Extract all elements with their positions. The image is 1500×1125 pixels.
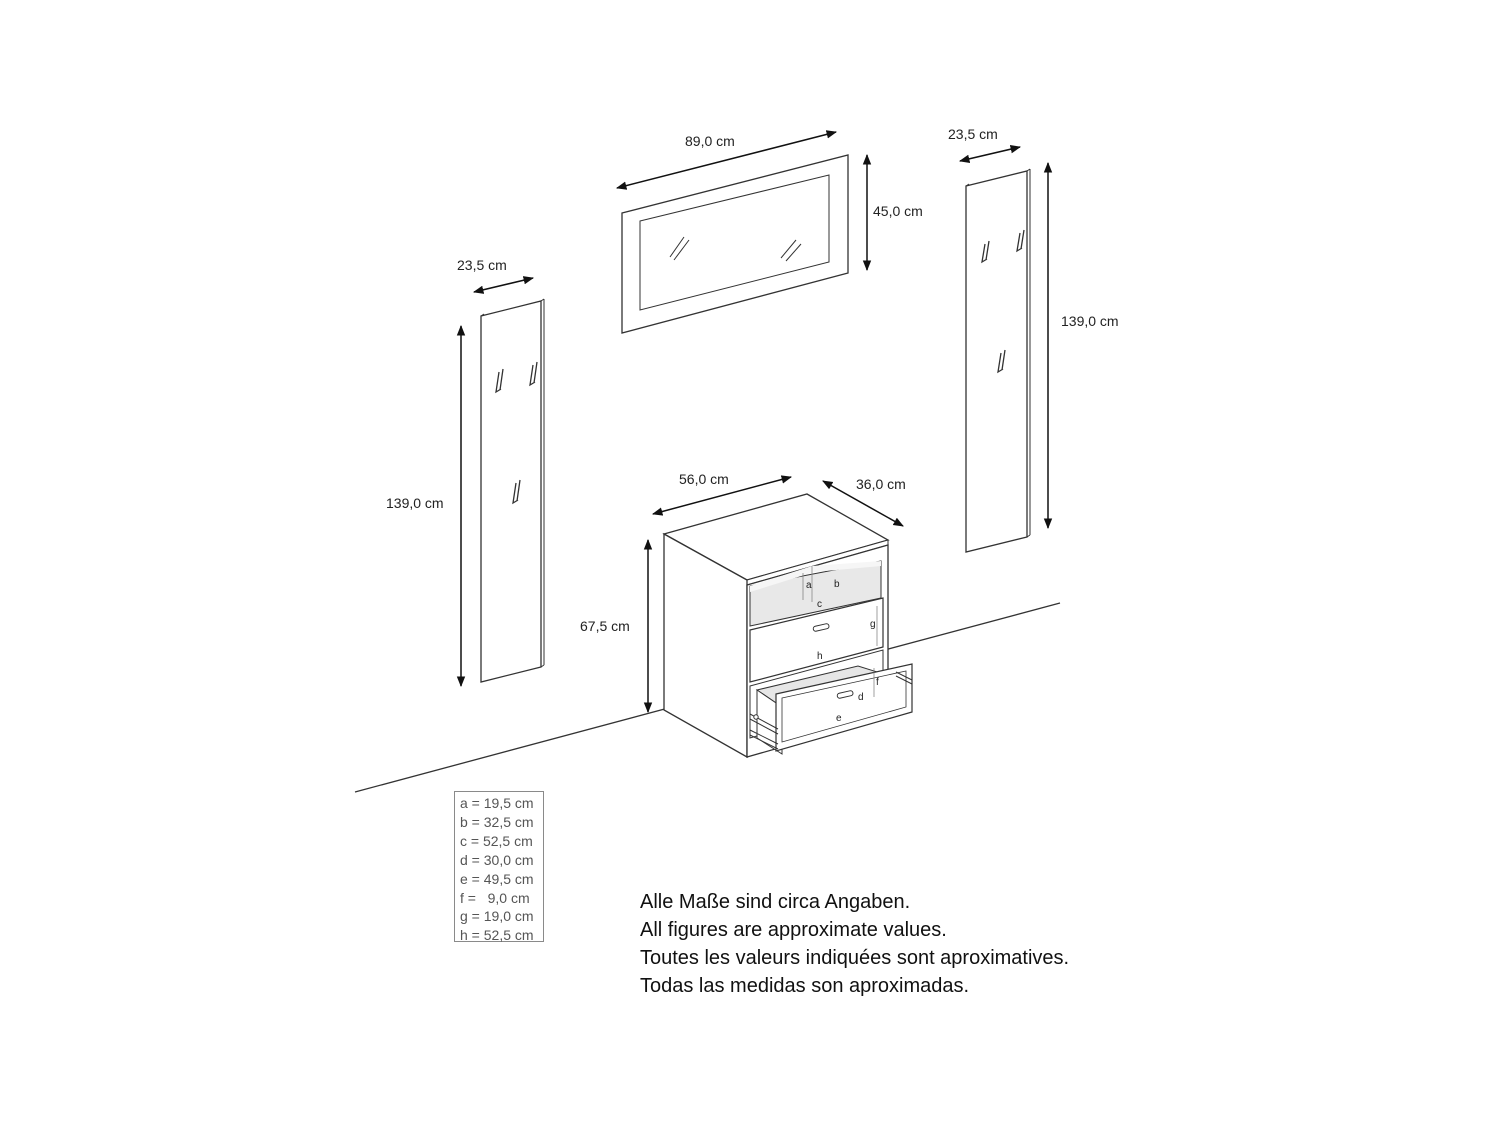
cabinet-height-label: 67,5 cm — [580, 618, 630, 634]
hook-icon — [512, 479, 521, 505]
hook-icon — [495, 368, 504, 394]
drawer-bottom-handle-icon — [836, 690, 854, 699]
letter-f: f — [876, 677, 879, 688]
note-french: Toutes les valeurs indiquées sont aproxi… — [640, 947, 1070, 969]
drawer-runner-icon — [749, 671, 913, 750]
mirror-glass — [639, 174, 830, 311]
letter-e: e — [836, 713, 842, 724]
legend-item: e = 49,5 cm — [460, 870, 534, 887]
panel-left-board — [480, 300, 542, 683]
letter-d: d — [858, 692, 864, 703]
note-german: Alle Maße sind circa Angaben. — [640, 891, 911, 913]
legend-item: f = 9,0 cm — [460, 889, 530, 906]
panel-right-width-label: 23,5 cm — [948, 126, 998, 142]
legend-item: h = 52,5 cm — [460, 927, 534, 944]
letter-a: a — [806, 580, 812, 591]
glass-reflection-icon — [669, 236, 802, 262]
disclaimer-notes: Alle Maße sind circa Angaben. All figure… — [640, 888, 1069, 1000]
hook-icon — [529, 361, 538, 387]
legend-item: b = 32,5 cm — [460, 813, 534, 830]
open-shelf-back — [750, 561, 881, 592]
legend-item: c = 52,5 cm — [460, 832, 533, 849]
mirror-width-label: 89,0 cm — [685, 133, 735, 149]
mirror-height-label: 45,0 cm — [873, 203, 923, 219]
mirror-width-arrow — [615, 130, 838, 190]
cabinet-depth-label: 36,0 cm — [856, 476, 906, 492]
measurement-legend: a = 19,5 cm b = 32,5 cm c = 52,5 cm d = … — [454, 791, 544, 944]
panel-right-width-arrow — [958, 145, 1022, 163]
letter-g: g — [870, 619, 876, 630]
panel-left-width-arrow — [472, 276, 535, 294]
cabinet: a b c d e f g h 56,0 cm 36,0 cm 67,5 cm — [580, 471, 913, 759]
panel-right-board — [965, 170, 1028, 553]
note-english: All figures are approximate values. — [640, 919, 947, 941]
letter-c: c — [817, 599, 822, 610]
legend-item: d = 30,0 cm — [460, 851, 534, 868]
mirror: 89,0 cm 45,0 cm — [615, 130, 923, 334]
coat-panel-left: 23,5 cm 139,0 cm — [386, 257, 545, 688]
legend-item: a = 19,5 cm — [460, 795, 534, 811]
panel-right-height-label: 139,0 cm — [1061, 313, 1119, 329]
drawer-top-handle-icon — [812, 623, 830, 632]
note-spanish: Todas las medidas son aproximadas. — [640, 975, 970, 997]
hook-icon — [981, 240, 990, 264]
coat-panel-right: 23,5 cm 139,0 cm — [948, 126, 1119, 553]
legend-item: g = 19,0 cm — [460, 908, 534, 925]
panel-left-width-label: 23,5 cm — [457, 257, 507, 273]
cabinet-width-arrow — [651, 475, 793, 516]
hook-icon — [997, 349, 1006, 374]
letter-b: b — [834, 579, 840, 590]
hook-icon — [1016, 229, 1025, 253]
cabinet-width-label: 56,0 cm — [679, 471, 729, 487]
panel-left-height-label: 139,0 cm — [386, 495, 444, 511]
cabinet-depth-arrow — [822, 480, 904, 527]
drawer-top — [749, 597, 884, 683]
drawer-bottom-front-panel — [781, 670, 907, 743]
letter-h: h — [817, 651, 823, 662]
